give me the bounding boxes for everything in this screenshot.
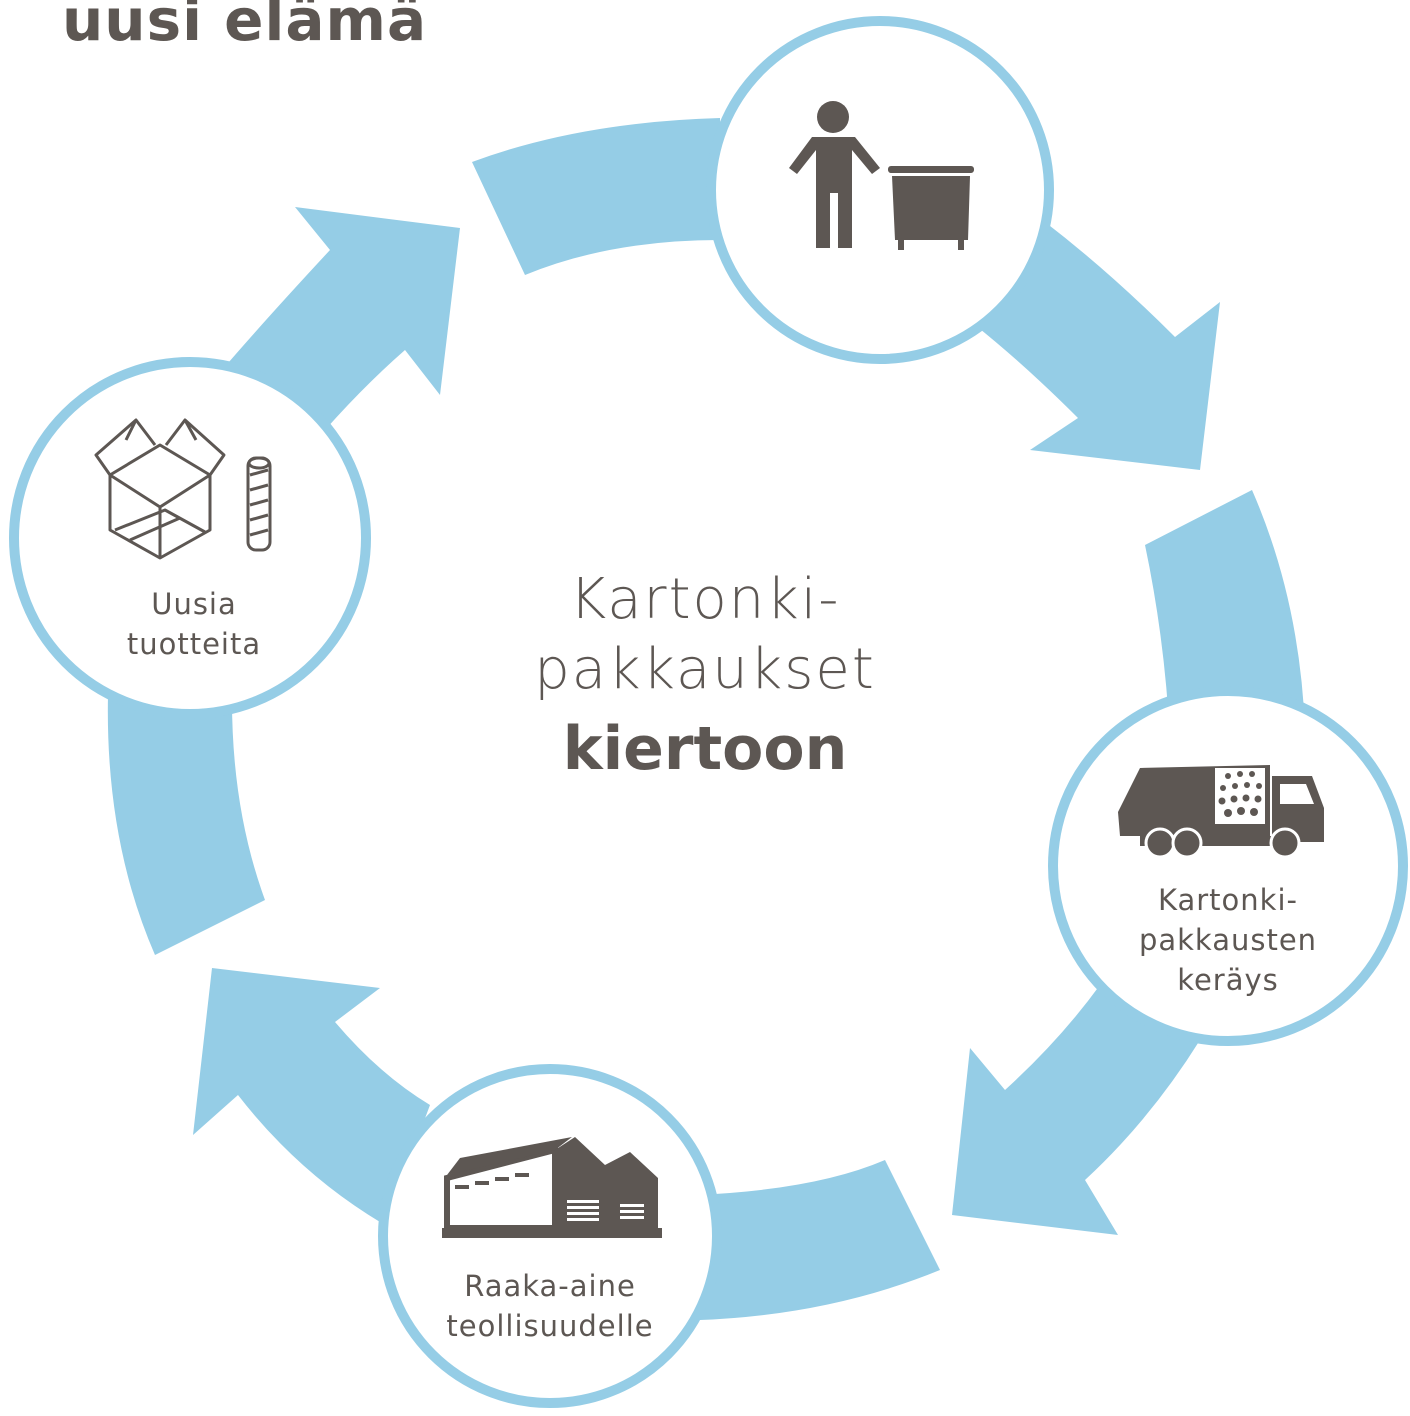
- node-label-industry: Raaka-aine teollisuudelle: [400, 1266, 700, 1346]
- factory-icon: [442, 1137, 662, 1238]
- node-label-industry-line-1: Raaka-aine: [464, 1269, 636, 1303]
- center-title-line-2: pakkaukset: [534, 637, 876, 702]
- arrow-disposal-to-collection: [975, 222, 1220, 470]
- node-label-collection-line-1: Kartonki-: [1157, 883, 1298, 917]
- node-label-collection-line-2: pakkausten: [1138, 923, 1318, 957]
- person-with-waste-bin-icon: [789, 101, 974, 250]
- node-label-industry-line-2: teollisuudelle: [446, 1309, 654, 1343]
- arrow-collection-to-industry: [952, 490, 1305, 1235]
- diagram-title: uusi elämä: [62, 0, 428, 54]
- node-label-collection-line-3: keräys: [1177, 963, 1279, 997]
- center-title-line-1: Kartonki-: [569, 567, 841, 632]
- node-label-products-line-1: Uusia: [151, 587, 237, 621]
- garbage-truck-icon: [1118, 765, 1324, 859]
- node-circle-disposal: [706, 16, 1054, 364]
- box-and-tube-icon: [94, 418, 272, 560]
- node-label-collection: Kartonki- pakkausten keräys: [1078, 880, 1378, 1000]
- arrow-industry-to-products: [193, 968, 940, 1320]
- node-label-products: Uusia tuotteita: [44, 584, 344, 664]
- arrow-products-to-disposal: [107, 118, 720, 955]
- center-title-line-3: kiertoon: [562, 714, 848, 784]
- node-label-products-line-2: tuotteita: [126, 627, 262, 661]
